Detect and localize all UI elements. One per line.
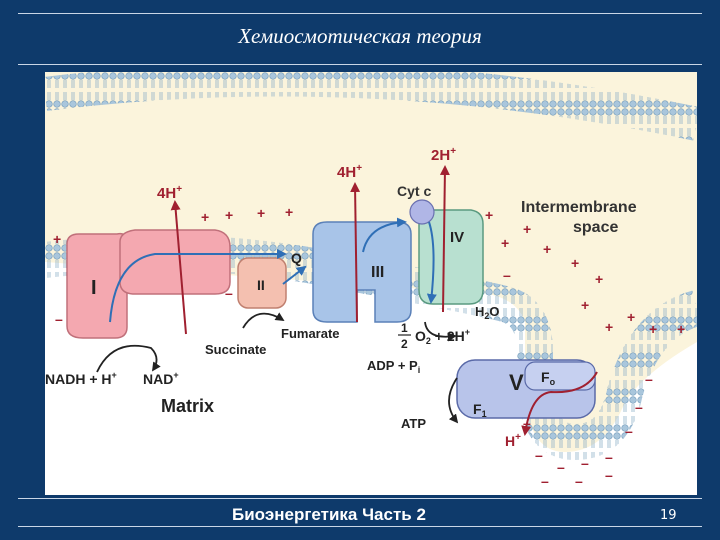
outer-membrane bbox=[45, 72, 697, 141]
svg-text:+: + bbox=[677, 321, 685, 337]
svg-text:–: – bbox=[225, 285, 233, 301]
svg-text:1: 1 bbox=[401, 321, 408, 335]
cyt-c-label: Cyt c bbox=[397, 183, 431, 199]
svg-text:–: – bbox=[645, 371, 653, 387]
succinate-label: Succinate bbox=[205, 342, 266, 357]
nadh-reaction-arrow bbox=[96, 344, 161, 373]
electron-arrow-1 bbox=[109, 249, 287, 323]
svg-text:+: + bbox=[571, 255, 579, 271]
svg-text:+: + bbox=[581, 297, 589, 313]
title-rule-top bbox=[18, 13, 702, 14]
complex-4: IV bbox=[418, 209, 484, 305]
svg-text:2: 2 bbox=[401, 337, 408, 351]
electron-arrow-2 bbox=[282, 265, 307, 285]
matrix-label: Matrix bbox=[161, 396, 214, 416]
atp-label: ATP bbox=[401, 416, 426, 431]
svg-text:–: – bbox=[625, 423, 633, 439]
nad-label: NAD+ bbox=[143, 370, 179, 387]
proton-3-label: 4H+ bbox=[337, 163, 362, 181]
svg-text:+: + bbox=[605, 319, 613, 335]
svg-text:+: + bbox=[543, 241, 551, 257]
intermembrane-label-2: space bbox=[573, 219, 618, 236]
title-rule-bottom bbox=[18, 64, 702, 65]
proton-1-label: 4H+ bbox=[157, 184, 182, 202]
svg-text:+: + bbox=[225, 207, 233, 223]
fumarate-label: Fumarate bbox=[281, 326, 340, 341]
page-number: 19 bbox=[660, 508, 677, 523]
svg-text:–: – bbox=[635, 399, 643, 415]
proton-arrow-atp bbox=[521, 371, 598, 436]
svg-text:–: – bbox=[575, 473, 583, 489]
svg-text:–: – bbox=[541, 473, 549, 489]
proton-atp-label: H+ bbox=[505, 432, 521, 449]
negative-charges: – – – – – – – – – – – – – – bbox=[55, 267, 653, 489]
svg-text:+: + bbox=[53, 231, 61, 247]
complex-3-label: III bbox=[371, 264, 384, 281]
complex-1-label: I bbox=[91, 277, 97, 299]
succinate-reaction-arrow bbox=[242, 312, 285, 329]
svg-text:–: – bbox=[523, 415, 531, 431]
complex-3: III bbox=[312, 221, 412, 323]
svg-text:–: – bbox=[605, 449, 613, 465]
svg-text:–: – bbox=[503, 267, 511, 283]
proton-arrow-1 bbox=[170, 200, 187, 335]
svg-text:–: – bbox=[605, 467, 613, 483]
adp-pi-label: ADP + Pi bbox=[367, 358, 420, 375]
f0-label: Fo bbox=[541, 369, 556, 387]
svg-text:–: – bbox=[55, 311, 63, 327]
footer-rule-bottom bbox=[18, 526, 702, 527]
svg-text:+: + bbox=[649, 321, 657, 337]
electron-arrow-4 bbox=[426, 221, 437, 304]
footer-title: Биоэнергетика Часть 2 bbox=[232, 505, 426, 524]
svg-text:–: – bbox=[581, 455, 589, 471]
chemiosmotic-diagram: I II III IV Cyt c Q V Fo F1 4H+ 4H+ bbox=[45, 72, 697, 495]
svg-text:+: + bbox=[501, 235, 509, 251]
svg-text:+: + bbox=[285, 204, 293, 220]
oxygen-reaction-arrow bbox=[424, 321, 457, 342]
atp-reaction-arrow bbox=[448, 377, 459, 424]
intermembrane-label-1: Intermembrane bbox=[521, 199, 637, 216]
proton-arrow-3 bbox=[350, 182, 361, 323]
cyt-c-molecule bbox=[409, 199, 435, 225]
complex-4-label: IV bbox=[450, 229, 464, 246]
proton-4-label: 2H+ bbox=[431, 146, 456, 164]
h2o-label: H2O bbox=[475, 304, 500, 321]
oxygen-equation: 1 2 O2 + 2H+ bbox=[398, 321, 470, 351]
svg-text:+: + bbox=[485, 207, 493, 223]
complex-2-label: II bbox=[257, 277, 265, 293]
f1-label: F1 bbox=[473, 401, 487, 419]
footer-rule bbox=[18, 498, 702, 499]
positive-charges: + + + + + + + + + + + + + + + + bbox=[53, 204, 685, 337]
q-label: Q bbox=[291, 250, 302, 266]
svg-text:–: – bbox=[557, 459, 565, 475]
complex-2: II bbox=[237, 257, 287, 309]
svg-text:+: + bbox=[257, 205, 265, 221]
complex-5-label: V bbox=[509, 370, 524, 395]
svg-text:–: – bbox=[535, 447, 543, 463]
svg-text:+: + bbox=[523, 221, 531, 237]
svg-text:+: + bbox=[595, 271, 603, 287]
nadh-label: NADH + H+ bbox=[45, 370, 117, 387]
proton-arrow-4 bbox=[439, 165, 450, 313]
svg-text:+: + bbox=[201, 209, 209, 225]
svg-text:+: + bbox=[627, 309, 635, 325]
svg-text:O2 + 2H+: O2 + 2H+ bbox=[415, 327, 470, 346]
slide-title: Хемиосмотическая теория bbox=[238, 24, 482, 48]
electron-arrow-3 bbox=[362, 217, 407, 253]
